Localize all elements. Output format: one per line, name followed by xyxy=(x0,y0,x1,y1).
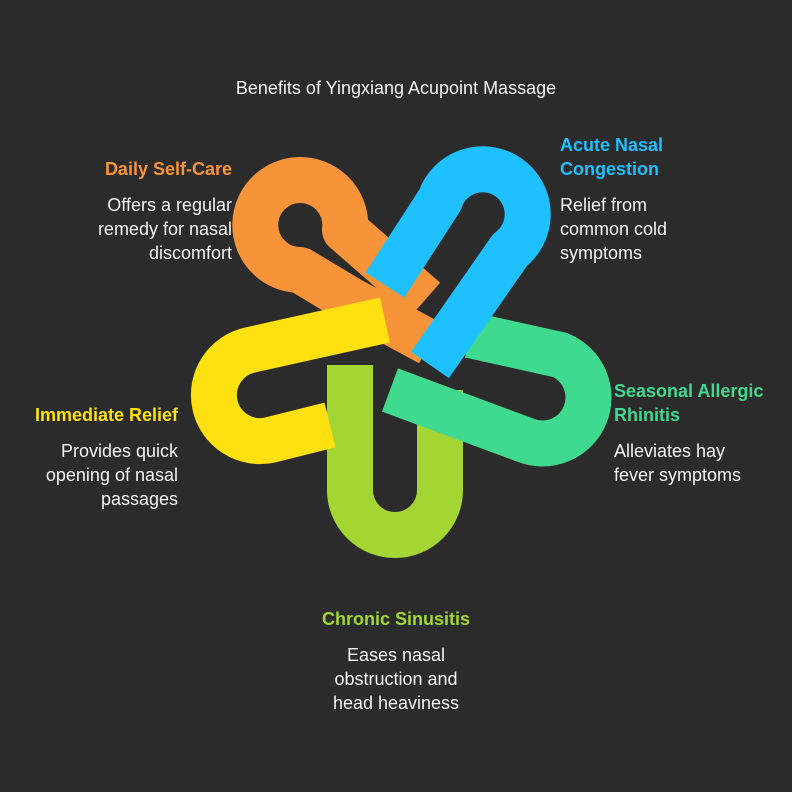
desc-line: fever symptoms xyxy=(614,465,742,485)
heading-line: Congestion xyxy=(560,159,659,179)
benefit-immediate-relief: Immediate Relief Provides quick opening … xyxy=(0,403,178,511)
heading-line: Rhinitis xyxy=(614,405,680,425)
lime-loop-shape xyxy=(327,365,463,558)
benefit-description: Relief from common cold symptoms xyxy=(560,193,780,265)
desc-line: Offers a regular xyxy=(107,195,232,215)
benefit-heading: Seasonal Allergic Rhinitis xyxy=(614,379,789,427)
blue-loop-shape xyxy=(365,146,551,379)
desc-line: passages xyxy=(100,489,178,509)
benefit-description: Offers a regular remedy for nasal discom… xyxy=(12,193,232,265)
green-loop-shape xyxy=(382,312,612,467)
benefit-seasonal-allergic-rhinitis: Seasonal Allergic Rhinitis Alleviates ha… xyxy=(614,379,789,487)
orange-loop-shape xyxy=(232,157,441,364)
yellow-loop-shape xyxy=(190,297,390,465)
benefit-description: Alleviates hay fever symptoms xyxy=(614,439,789,487)
benefit-heading: Chronic Sinusitis xyxy=(321,609,471,629)
desc-line: discomfort xyxy=(148,243,232,263)
desc-line: common cold xyxy=(560,219,668,239)
desc-line: Provides quick xyxy=(60,441,178,461)
benefit-heading: Daily Self-Care xyxy=(104,159,232,179)
benefit-heading: Immediate Relief xyxy=(34,405,178,425)
benefit-daily-self-care: Daily Self-Care Offers a regular remedy … xyxy=(12,157,232,265)
desc-line: Eases nasal xyxy=(346,645,446,665)
desc-line: Alleviates hay xyxy=(614,441,726,461)
desc-line: obstruction and xyxy=(334,669,458,689)
benefit-chronic-sinusitis: Chronic Sinusitis Eases nasal obstructio… xyxy=(246,607,546,715)
diagram-title: Benefits of Yingxiang Acupoint Massage xyxy=(235,78,557,98)
benefit-description: Provides quick opening of nasal passages xyxy=(0,439,178,511)
benefit-acute-nasal-congestion: Acute Nasal Congestion Relief from commo… xyxy=(560,133,780,265)
heading-line: Seasonal Allergic xyxy=(614,381,764,401)
desc-line: remedy for nasal xyxy=(97,219,232,239)
benefit-description: Eases nasal obstruction and head heavine… xyxy=(246,643,546,715)
desc-line: opening of nasal xyxy=(45,465,178,485)
desc-line: head heaviness xyxy=(332,693,460,713)
desc-line: symptoms xyxy=(560,243,643,263)
benefit-heading: Acute Nasal Congestion xyxy=(560,133,780,181)
desc-line: Relief from xyxy=(560,195,648,215)
heading-line: Acute Nasal xyxy=(560,135,664,155)
